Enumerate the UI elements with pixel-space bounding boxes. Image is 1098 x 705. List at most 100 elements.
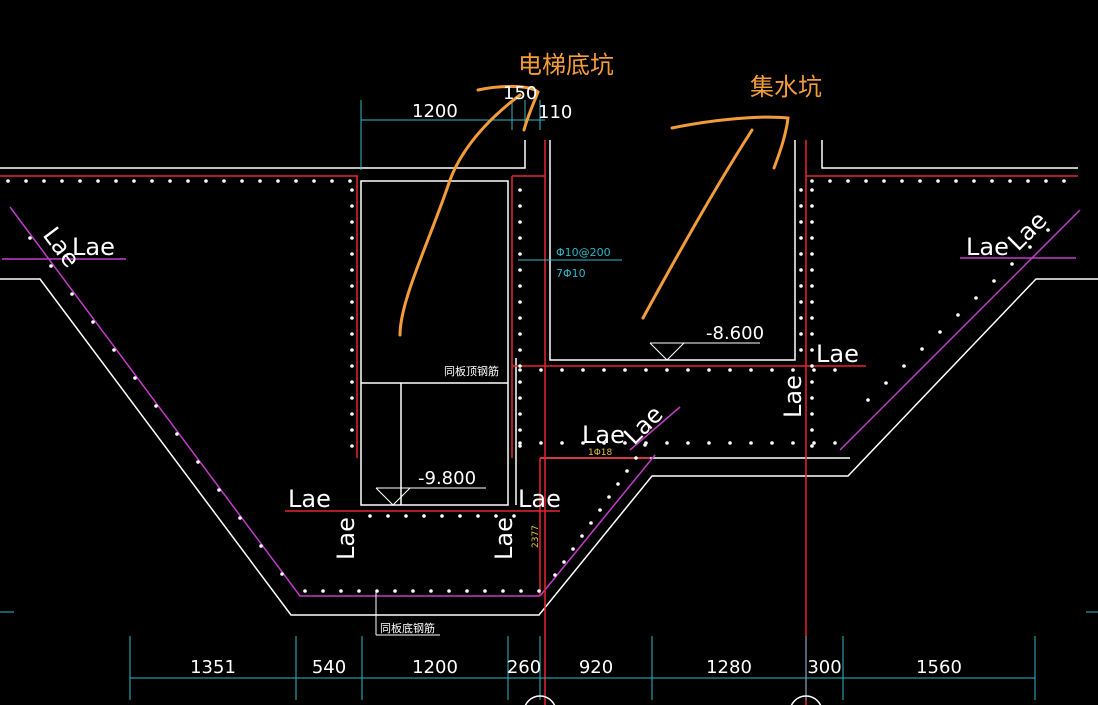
rebar-dot xyxy=(990,179,994,183)
rebar-dot xyxy=(186,179,190,183)
rebar-dot xyxy=(483,589,487,593)
leaders xyxy=(375,342,760,636)
rebar-dot xyxy=(258,179,262,183)
dimensions-cyan xyxy=(0,100,1098,700)
rebar-dot xyxy=(810,236,814,240)
rebar-dot xyxy=(112,348,116,352)
bottom-dim-label: 1351 xyxy=(190,657,236,678)
rebar-dot xyxy=(518,428,522,432)
rebar-dot xyxy=(810,396,814,400)
rebar-dot xyxy=(936,179,940,183)
bottom-dim-label: 1280 xyxy=(706,657,752,678)
rebar-dot xyxy=(810,332,814,336)
rebar-dot xyxy=(1062,179,1066,183)
lae-sump-bottom: Lae xyxy=(816,340,859,368)
rebar-dot xyxy=(954,179,958,183)
sump-pit-outline xyxy=(549,140,796,361)
rebar-dot xyxy=(350,236,354,240)
rebar-dot xyxy=(810,348,814,352)
rebar-spec-2: 7Φ10 xyxy=(556,267,586,280)
rebar-dot xyxy=(357,589,361,593)
rebar-dot xyxy=(707,441,711,445)
lae-right: Lae xyxy=(966,233,1009,261)
rebar-dot xyxy=(810,284,814,288)
bottom-dim-label: 540 xyxy=(312,657,346,678)
top-dim-150: 150 xyxy=(503,83,537,104)
rebar-dot xyxy=(799,300,803,304)
rebar-dot xyxy=(665,441,669,445)
rebar-dot xyxy=(537,589,541,593)
rebar-dot xyxy=(562,560,566,564)
rebar-dot xyxy=(810,364,814,368)
rebar-dot xyxy=(812,441,816,445)
rebar-dot xyxy=(828,179,832,183)
rebar-dot xyxy=(350,380,354,384)
rebar-dot xyxy=(222,179,226,183)
rebar-dot xyxy=(6,179,10,183)
elevator-pit-box xyxy=(360,180,509,506)
rebar-dot xyxy=(581,368,585,372)
rebar-spec-1: Φ10@200 xyxy=(556,246,611,259)
bottom-dim-label: 1560 xyxy=(916,657,962,678)
rebar-dot xyxy=(810,179,814,183)
rebar-dot xyxy=(1026,179,1030,183)
rebar-dot xyxy=(350,348,354,352)
note-bottom-rebar: 同板底钢筋 xyxy=(380,621,435,635)
rebar-dot xyxy=(465,589,469,593)
rebar-dot xyxy=(900,179,904,183)
rebar-dot xyxy=(938,330,942,334)
elev-marker-high xyxy=(649,342,685,361)
note-top-rebar: 同板顶钢筋 xyxy=(444,364,499,378)
rebar-dot xyxy=(518,268,522,272)
rebar-dot xyxy=(238,516,242,520)
concrete-outline xyxy=(0,140,1098,616)
rebar-dot xyxy=(518,444,522,448)
rebar-dot xyxy=(791,368,795,372)
label-sump-pit: 集水坑 xyxy=(750,73,822,101)
rebar-dot xyxy=(440,514,444,518)
rebar-red xyxy=(0,140,1078,705)
rebar-dot xyxy=(810,268,814,272)
text-layer: 电梯底坑 集水坑 1200 150 110 Lae Lae Lae Lae La… xyxy=(37,51,1052,678)
arrow-sump-pit xyxy=(641,115,790,320)
rebar-dot xyxy=(518,396,522,400)
rebar-dot xyxy=(810,204,814,208)
rebar-dot xyxy=(518,364,522,368)
rebar-dot xyxy=(150,179,154,183)
rebar-dot xyxy=(728,441,732,445)
bottom-dim-label: 300 xyxy=(807,657,841,678)
rebar-dot xyxy=(350,316,354,320)
rebar-dot xyxy=(96,179,100,183)
rebar-dot xyxy=(810,220,814,224)
rebar-dot xyxy=(882,179,886,183)
rebar-dot xyxy=(616,482,620,486)
rebar-dot xyxy=(810,428,814,432)
rebar-dot xyxy=(259,544,263,548)
rebar-dot xyxy=(386,514,390,518)
rebar-dot xyxy=(539,368,543,372)
handdrawn-arrows xyxy=(398,85,790,337)
rebar-dot xyxy=(810,316,814,320)
elev-low: -9.800 xyxy=(418,468,476,489)
rebar-dot xyxy=(810,412,814,416)
bottom-dim-label: 260 xyxy=(507,657,541,678)
lae-elev-left: Lae xyxy=(288,485,331,513)
rebar-dot xyxy=(553,573,557,577)
rebar-dot xyxy=(728,368,732,372)
rebar-dot xyxy=(799,348,803,352)
rebar-dot xyxy=(350,428,354,432)
rebar-dot xyxy=(350,268,354,272)
axis-bubbles xyxy=(524,695,822,705)
lae-sump-vert: Lae xyxy=(779,375,807,418)
rebar-dot xyxy=(972,179,976,183)
rebar-dot xyxy=(810,300,814,304)
rebar-dot xyxy=(60,179,64,183)
rebar-dot xyxy=(294,179,298,183)
rebar-dot xyxy=(812,368,816,372)
rebar-dot xyxy=(494,514,498,518)
lae-right-rot: Lae xyxy=(1002,206,1052,256)
rebar-dot xyxy=(518,188,522,192)
rebar-dot xyxy=(810,444,814,448)
rebar-dot xyxy=(518,284,522,288)
